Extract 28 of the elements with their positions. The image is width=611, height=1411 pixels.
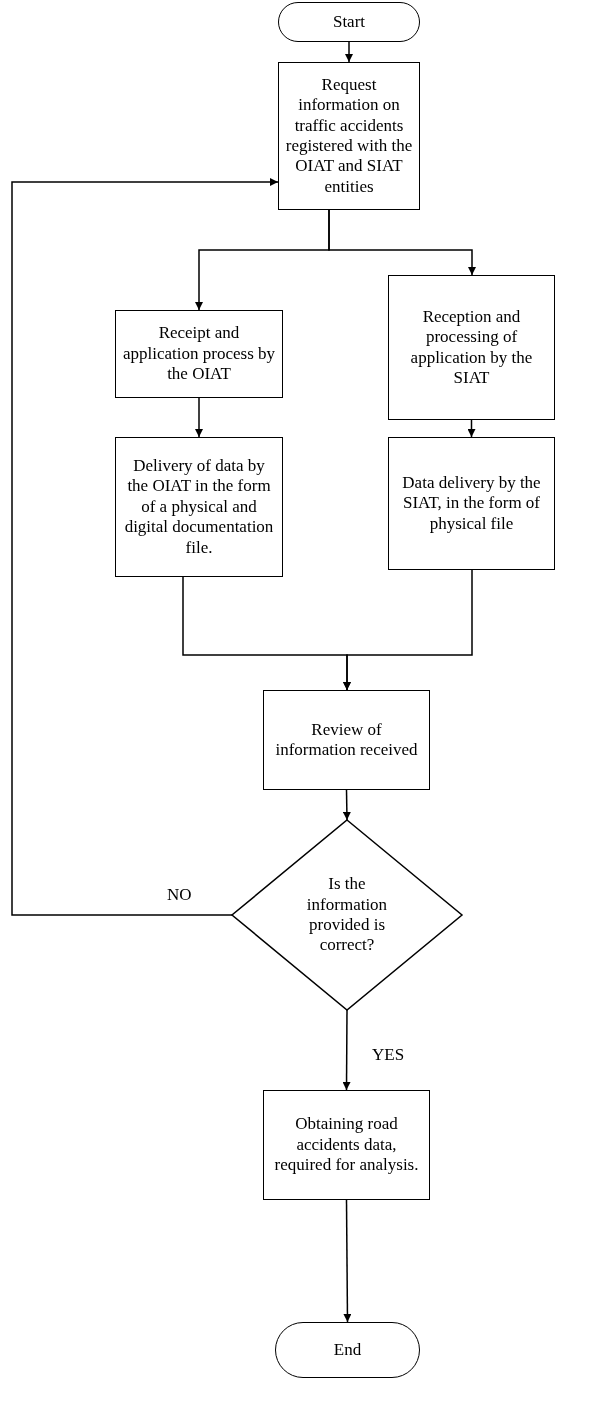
process-box	[278, 62, 420, 210]
process-box	[388, 437, 555, 570]
arrow	[467, 419, 476, 438]
node-text: Review of information received	[274, 719, 419, 761]
node-text: Request information on traffic accidents registered with the OIAT and SIAT entities	[285, 74, 413, 198]
terminal-box	[275, 1322, 420, 1378]
arrow	[195, 397, 203, 438]
arrow	[11, 178, 279, 916]
node-text: Reception and processing of application by the SIAT	[409, 306, 534, 389]
process-box	[263, 690, 430, 790]
arrow	[343, 1199, 352, 1323]
node-text: Data delivery by the SIAT, in the form of physical file	[401, 472, 542, 535]
process-box	[115, 310, 283, 398]
process-box	[388, 275, 555, 420]
node-text: End	[333, 1339, 362, 1361]
node-text: Delivery of data by the OIAT in the form of a physical and digital documentation file.	[123, 456, 275, 558]
node-text: Receipt and application process by the OIAT	[122, 323, 276, 385]
arrow	[342, 1009, 351, 1091]
process-box	[115, 437, 283, 577]
arrow	[342, 789, 351, 821]
arrow	[343, 569, 473, 691]
node-text: Is the information provided is correct?	[305, 874, 389, 956]
terminal-box	[278, 2, 420, 42]
node-text: Obtaining road accidents data, required for analysis.	[273, 1114, 420, 1176]
arrow	[328, 209, 476, 276]
node-text: Start	[332, 11, 366, 33]
arrow	[345, 41, 353, 63]
process-box	[263, 1090, 430, 1200]
